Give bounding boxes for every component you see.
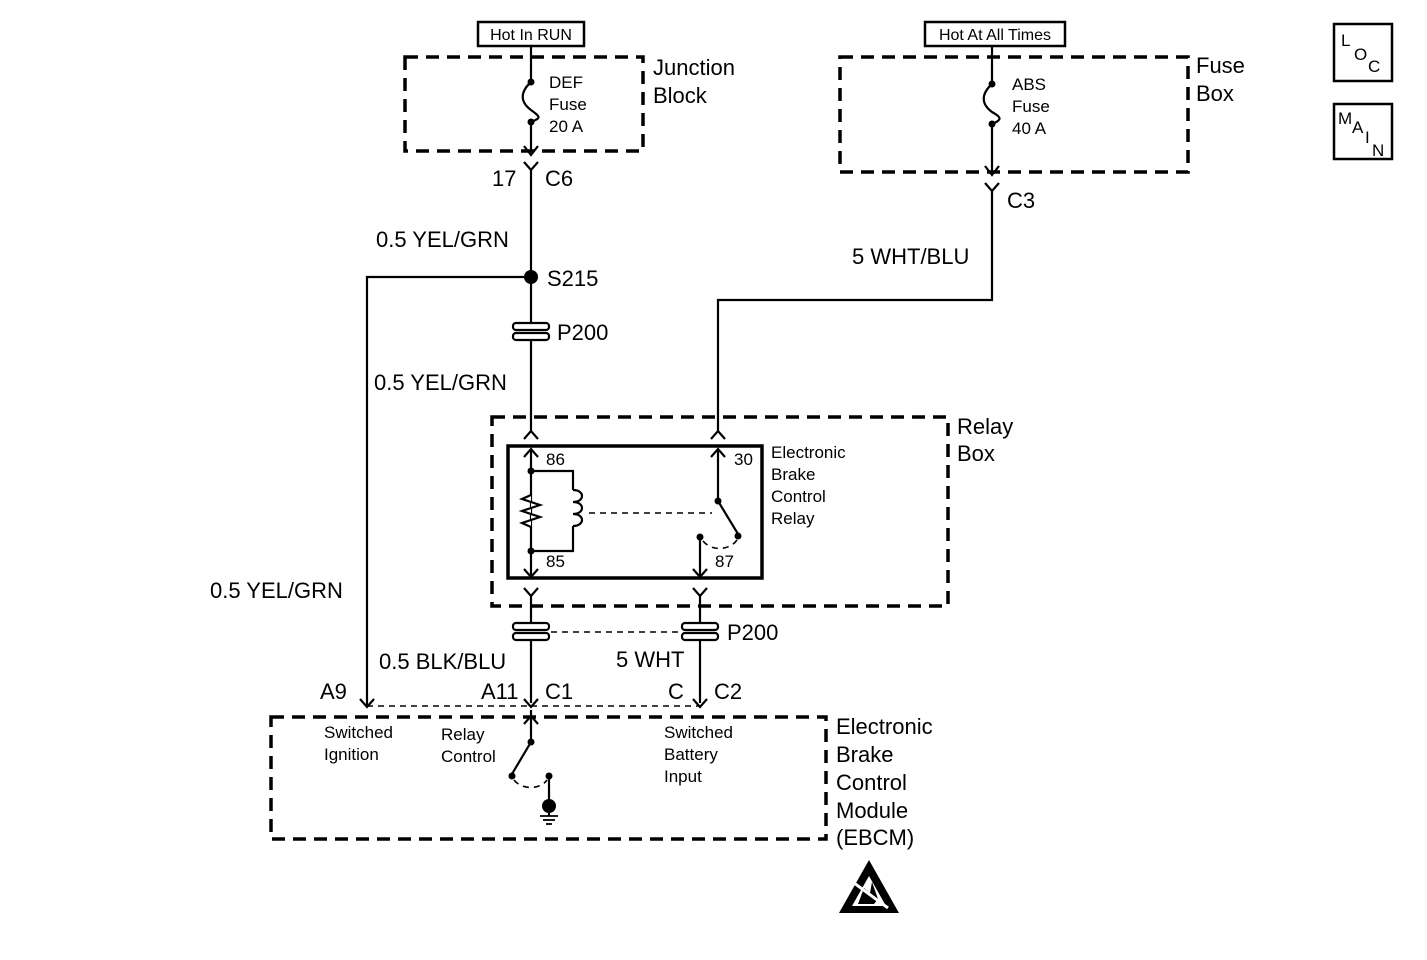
jb-connector-c6: C6 <box>545 166 573 191</box>
def-fuse-line2: Fuse <box>549 95 587 114</box>
wire-yel-grn-2: 0.5 YEL/GRN <box>374 370 507 395</box>
main-letter-m: M <box>1338 109 1352 128</box>
ebcm-name-5: (EBCM) <box>836 825 914 850</box>
relay-control-line2: Control <box>441 747 496 766</box>
abs-fuse-line1: ABS <box>1012 75 1046 94</box>
junction-block-name-2: Block <box>653 83 708 108</box>
switched-ignition-line1: Switched <box>324 723 393 742</box>
fuse-box-box <box>838 55 1190 174</box>
relay-outline <box>506 444 764 580</box>
fb-connector-c3: C3 <box>1007 188 1035 213</box>
wire-wht: 5 WHT <box>616 647 684 672</box>
p200-top-connector <box>511 321 551 342</box>
relay-name-3: Control <box>771 487 826 506</box>
relay-switch <box>692 447 742 579</box>
def-fuse-line1: DEF <box>549 73 583 92</box>
ebcm-pin-c: C <box>668 679 684 704</box>
relay-box-name-1: Relay <box>957 414 1013 439</box>
switched-battery-line3: Input <box>664 767 702 786</box>
loc-letter-c: C <box>1368 57 1380 76</box>
relay-name-2: Brake <box>771 465 815 484</box>
wire-yel-grn-3: 0.5 YEL/GRN <box>210 578 343 603</box>
abs-fuse-line2: Fuse <box>1012 97 1050 116</box>
fuse-box-name-2: Box <box>1196 81 1234 106</box>
wire-wht-blu: 5 WHT/BLU <box>852 244 969 269</box>
fuse-icon <box>982 80 1001 128</box>
main-letter-a: A <box>1352 118 1364 137</box>
ebcm-pin-a9: A9 <box>320 679 347 704</box>
esd-warning-icon <box>839 860 899 913</box>
ebcm-name-4: Module <box>836 798 908 823</box>
splice-s215-label: S215 <box>547 266 598 291</box>
fuse-icon <box>521 78 540 126</box>
relay-name-1: Electronic <box>771 443 846 462</box>
hot-in-run-label: Hot In RUN <box>490 27 572 44</box>
ebcm-pin-a11: A11 <box>481 679 519 704</box>
relay-pin-87: 87 <box>715 552 734 571</box>
p200-bottom-connector-left <box>511 621 551 642</box>
switched-ignition-line2: Ignition <box>324 745 379 764</box>
relay-pin-85: 85 <box>546 552 565 571</box>
ebcm-name-2: Brake <box>836 742 893 767</box>
relay-coil <box>518 447 584 579</box>
jb-pin-17: 17 <box>492 166 516 191</box>
relay-control-line1: Relay <box>441 725 485 744</box>
loc-button[interactable]: L O C <box>1332 22 1394 83</box>
main-letter-n: N <box>1372 141 1384 160</box>
switched-battery-line2: Battery <box>664 745 718 764</box>
abs-fuse-line3: 40 A <box>1012 119 1047 138</box>
ebcm-box <box>269 715 828 841</box>
junction-block-box <box>403 55 645 153</box>
ebcm-connector-c2: C2 <box>714 679 742 704</box>
relay-pin-30: 30 <box>734 450 753 469</box>
p200-top-label: P200 <box>557 320 608 345</box>
ebcm-control-switch <box>508 710 553 802</box>
fuse-box-name-1: Fuse <box>1196 53 1245 78</box>
ebcm-name-3: Control <box>836 770 907 795</box>
relay-pin-86: 86 <box>546 450 565 469</box>
ebcm-name-1: Electronic <box>836 714 933 739</box>
p200-bottom-connector-right <box>680 621 720 642</box>
main-letter-i: I <box>1365 128 1370 147</box>
ground-icon <box>540 799 558 825</box>
def-fuse-line3: 20 A <box>549 117 584 136</box>
junction-block-name-1: Junction <box>653 55 735 80</box>
p200-bottom-label: P200 <box>727 620 778 645</box>
loc-letter-o: O <box>1354 45 1367 64</box>
loc-letter-l: L <box>1341 31 1350 50</box>
main-button[interactable]: M A I N <box>1332 102 1394 161</box>
relay-box-name-2: Box <box>957 441 995 466</box>
switched-battery-line1: Switched <box>664 723 733 742</box>
hot-at-all-times-label: Hot At All Times <box>939 27 1051 44</box>
wire-yel-grn-1: 0.5 YEL/GRN <box>376 227 509 252</box>
wire-blk-blu: 0.5 BLK/BLU <box>379 649 506 674</box>
relay-name-4: Relay <box>771 509 815 528</box>
relay-box-box <box>490 415 950 608</box>
ebcm-connector-c1: C1 <box>545 679 573 704</box>
hot-at-all-times-tag <box>923 20 1067 48</box>
